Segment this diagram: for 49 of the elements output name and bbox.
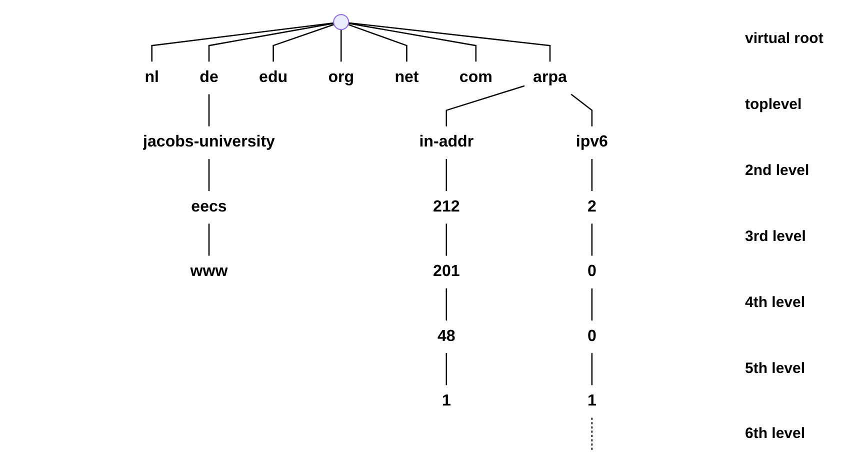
connector — [446, 288, 448, 320]
node-text: www — [190, 262, 228, 280]
connector — [272, 24, 334, 62]
node-text: com — [459, 68, 492, 86]
node-text: in-addr — [419, 132, 474, 151]
connector — [151, 22, 334, 62]
connector — [591, 418, 593, 450]
connector — [348, 22, 551, 62]
connector — [446, 353, 448, 386]
connector — [591, 158, 593, 192]
level-label: 2nd level — [745, 162, 810, 180]
level-label: 6th level — [745, 425, 806, 442]
connector — [348, 22, 477, 62]
node-text: 1 — [587, 392, 596, 410]
connector — [591, 288, 593, 320]
node-text: 0 — [587, 262, 596, 280]
node-text: 201 — [433, 262, 460, 280]
level-label: 4th level — [745, 294, 806, 311]
connector — [446, 158, 448, 192]
node-text: 0 — [587, 326, 596, 346]
connector — [208, 94, 210, 126]
node-text: ipv6 — [576, 132, 608, 151]
connector — [208, 22, 334, 62]
node-text: eecs — [191, 197, 227, 216]
node-point — [333, 14, 350, 30]
level-label: toplevel — [745, 96, 802, 114]
level-label: 3rd level — [745, 228, 806, 245]
node-text: nl — [144, 68, 159, 86]
connector — [348, 24, 408, 62]
connector — [340, 30, 342, 62]
node-text: de — [200, 68, 218, 86]
node-text: jacobs-university — [143, 132, 275, 151]
node-text: edu — [259, 68, 288, 86]
level-label: virtual root — [745, 30, 824, 48]
connector — [446, 85, 525, 126]
connector — [208, 224, 210, 256]
node-text: 1 — [442, 392, 451, 410]
node-text: 48 — [437, 326, 456, 346]
node-text: arpa — [533, 68, 567, 86]
node-text: 212 — [433, 197, 460, 216]
connector — [591, 353, 593, 386]
connector — [208, 158, 210, 192]
node-text: net — [394, 68, 419, 86]
connector — [446, 224, 448, 256]
node-text: org — [328, 68, 354, 86]
connector — [570, 94, 593, 126]
connector — [591, 224, 593, 256]
node-text: 2 — [587, 197, 596, 216]
level-label: 5th level — [745, 360, 806, 377]
